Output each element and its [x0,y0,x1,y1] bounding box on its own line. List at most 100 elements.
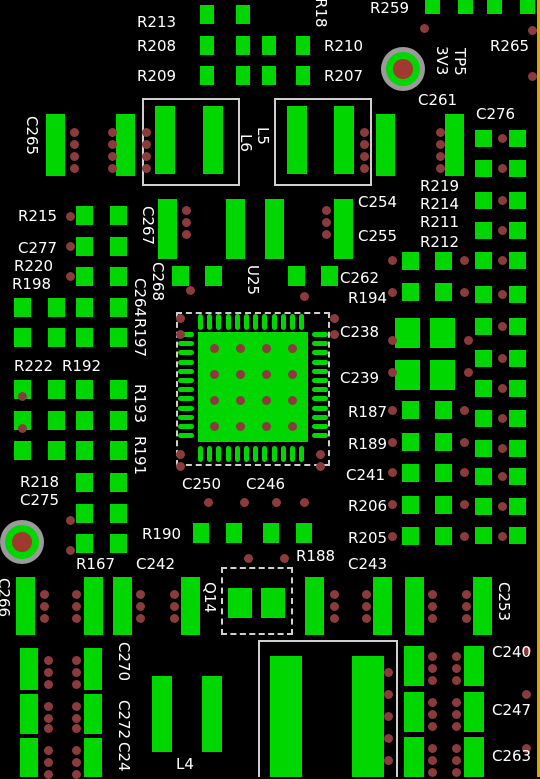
pad [110,504,127,523]
ic-pin [280,314,286,330]
via [136,614,145,623]
via [182,206,191,215]
label-r167: R167 [76,555,116,573]
pad [475,252,492,269]
transistor-outline-q14 [221,567,293,635]
label-r205: R205 [348,529,388,547]
via [460,406,469,415]
via [136,602,145,611]
label-r197: R197 [131,318,149,358]
via [176,330,185,339]
pad [425,0,440,14]
thermal-via [288,422,297,431]
via [244,554,253,563]
pad [262,36,276,55]
ic-pin [178,387,194,393]
pad [193,523,209,543]
label-r207: R207 [324,67,364,85]
via [330,614,339,623]
pad [475,498,492,515]
label-c24x: C24 [115,742,133,772]
pad [475,468,492,485]
via [108,128,117,137]
via [462,590,471,599]
pad [296,66,310,85]
pad [395,360,420,390]
via [66,516,75,525]
pad [509,222,526,239]
pad [236,66,250,85]
via [72,770,81,779]
pad [76,267,93,286]
pad [110,267,127,286]
via [360,140,369,149]
via [322,218,331,227]
thermal-via [262,422,271,431]
via [388,500,397,509]
via [428,652,437,661]
pad [509,527,526,544]
pad [200,5,214,24]
via [40,602,49,611]
pad [110,298,127,317]
pad [435,433,452,451]
pad [402,527,419,545]
pad [509,350,526,367]
pad [48,411,65,430]
ic-pin [178,378,194,383]
via [436,152,445,161]
thermal-via [210,370,219,379]
label-r265: R265 [490,37,530,55]
ic-pin [178,433,194,439]
pad [200,36,214,55]
via [182,230,191,239]
via [322,230,331,239]
inductor-outline-l6 [274,98,372,186]
thermal-via [236,422,245,431]
label-c275: C275 [20,491,60,509]
via [72,714,81,723]
pad [287,106,307,174]
pad [181,577,200,635]
via [108,152,117,161]
label-r259: R259 [370,0,410,17]
via [204,498,213,507]
pad [202,676,222,752]
ic-pin [312,396,328,402]
via [428,664,437,673]
ic-pin [207,314,213,330]
pad [296,36,310,55]
pad [84,577,103,635]
via [498,322,507,331]
via [428,676,437,685]
label-c240: C240 [492,643,532,661]
via [388,256,397,265]
via [176,450,185,459]
pad [352,656,384,777]
pad [509,252,526,269]
via [44,758,53,767]
via [360,152,369,161]
ic-pin [312,433,328,439]
label-c268: C268 [149,262,167,302]
pad [402,464,419,482]
via [44,714,53,723]
pad [110,237,127,256]
via [436,140,445,149]
via [528,26,537,35]
via [70,140,79,149]
pad [261,588,285,618]
via [452,722,461,731]
pad [475,440,492,457]
label-c247: C247 [492,701,532,719]
label-c264: C264 [131,278,149,318]
via [522,690,531,699]
via [464,336,473,345]
via [44,770,53,779]
label-r187: R187 [348,403,388,421]
via [498,134,507,143]
via [460,438,469,447]
test-point-center [393,59,413,79]
pad [46,114,65,176]
via [362,614,371,623]
